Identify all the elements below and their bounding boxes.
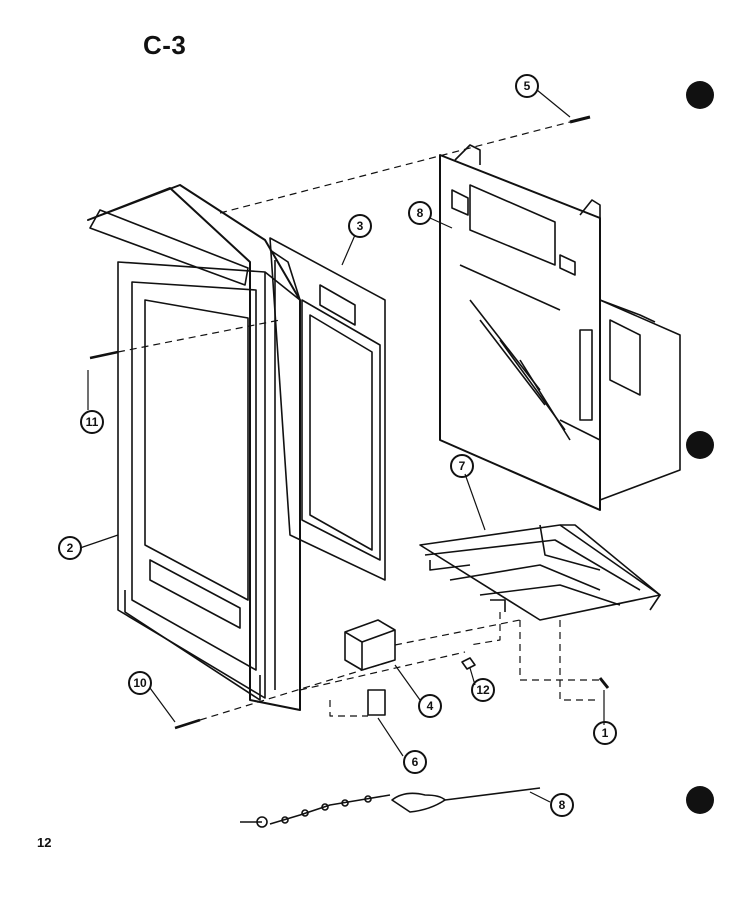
callout-label-6: 6 bbox=[412, 755, 419, 769]
spring-part-12 bbox=[461, 657, 476, 670]
callout-label-11: 11 bbox=[86, 415, 99, 429]
binder-holes bbox=[686, 81, 714, 814]
callout-label-3: 3 bbox=[357, 219, 364, 233]
clip-part-6 bbox=[367, 689, 386, 716]
page-number: 12 bbox=[37, 835, 52, 850]
callout-label-5: 5 bbox=[524, 79, 531, 93]
callout-label-4: 4 bbox=[427, 699, 434, 713]
callout-label-7: 7 bbox=[459, 459, 466, 473]
callout-label-2: 2 bbox=[67, 541, 74, 555]
door-frame-part-2 bbox=[87, 184, 301, 711]
assembly-lines bbox=[117, 121, 600, 721]
screws bbox=[89, 115, 610, 730]
callout-label-8a: 8 bbox=[417, 206, 424, 220]
callout-label-8b: 8 bbox=[559, 798, 566, 812]
callout-label-1: 1 bbox=[602, 726, 609, 740]
callout-circles bbox=[58, 74, 617, 817]
handle-chain-part-8 bbox=[240, 787, 541, 828]
outer-panel-part-8 bbox=[439, 144, 681, 511]
callout-labels: 5 8 3 11 2 7 4 6 12 1 10 8 bbox=[67, 79, 609, 812]
callout-label-12: 12 bbox=[476, 683, 490, 697]
glass-panel-part-3 bbox=[269, 237, 386, 581]
latch-assembly-part-7 bbox=[419, 524, 661, 621]
callout-label-10: 10 bbox=[133, 676, 147, 690]
diagram-title: C-3 bbox=[143, 30, 187, 60]
leader-lines bbox=[79, 89, 605, 803]
